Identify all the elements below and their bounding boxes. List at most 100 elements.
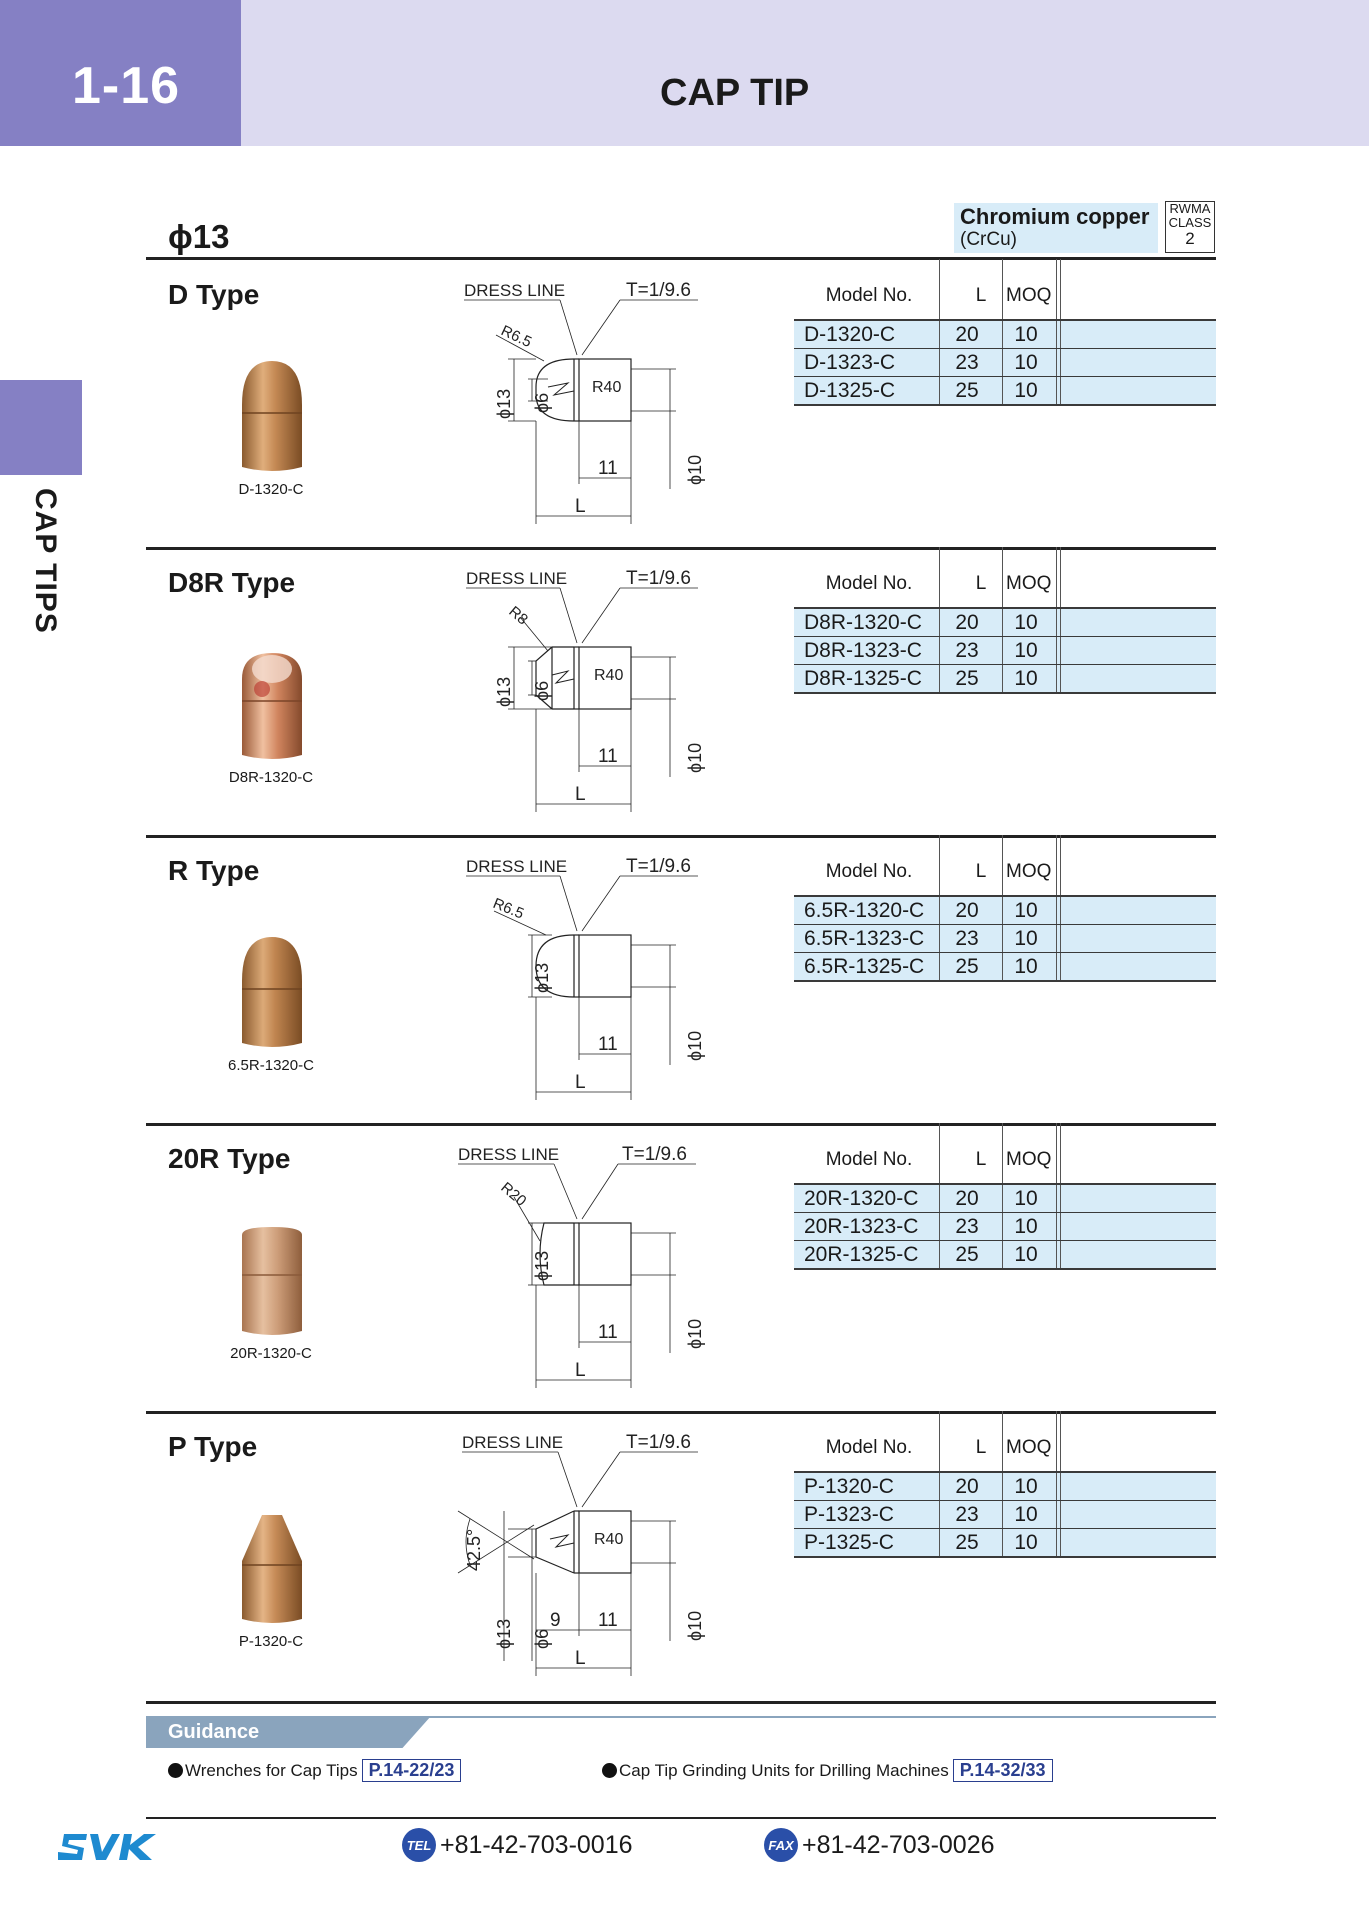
dim-11: 11 xyxy=(598,1322,618,1343)
cell-moq: 10 xyxy=(1014,611,1038,634)
cell-moq: 10 xyxy=(1014,899,1038,922)
page-reference-link[interactable]: P.14-32/33 xyxy=(952,1759,1053,1782)
cell-moq: 10 xyxy=(1014,1243,1038,1266)
header-l: L xyxy=(975,861,987,882)
dim-d10: ϕ10 xyxy=(685,1319,705,1349)
cell-model: D8R-1323-C xyxy=(804,639,922,662)
rwma-class-box: RWMA CLASS 2 xyxy=(1165,201,1215,253)
cell-model: D-1323-C xyxy=(804,351,896,374)
dim-11: 11 xyxy=(598,458,618,479)
type-title: D8R Type xyxy=(168,567,296,598)
dimension-drawing: DRESS LINE T=1/9.6 R6.5 ϕ13 ϕ10 11 L xyxy=(466,856,705,1100)
cap-tip-photo xyxy=(242,1227,302,1335)
dress-line-label: DRESS LINE xyxy=(462,1433,563,1452)
cell-l: 23 xyxy=(955,1215,979,1238)
cell-model: 6.5R-1325-C xyxy=(804,955,925,978)
header-l: L xyxy=(975,1149,987,1170)
fax-number: +81-42-703-0026 xyxy=(802,1830,995,1859)
type-title: R Type xyxy=(168,855,260,886)
dim-d10: ϕ10 xyxy=(685,743,705,773)
dimension-drawing: DRESS LINE T=1/9.6 R8 R40 ϕ13 ϕ6 ϕ10 11 … xyxy=(466,568,705,812)
header-moq: MOQ xyxy=(1006,573,1052,594)
table-header: Model No. L MOQ xyxy=(794,1123,1216,1183)
dim-d13: ϕ13 xyxy=(532,963,552,993)
cell-l: 23 xyxy=(955,639,979,662)
material-box: Chromium copper (CrCu) xyxy=(954,203,1158,253)
side-tab xyxy=(0,380,82,475)
cell-moq: 10 xyxy=(1014,1187,1038,1210)
header-l: L xyxy=(975,573,987,594)
cap-tip-photo xyxy=(242,653,302,759)
section-p-type: P Type P-1320-C xyxy=(146,1411,1216,1699)
page-title: CAP TIP xyxy=(660,72,810,114)
divider xyxy=(146,257,1216,260)
type-title: D Type xyxy=(168,279,260,310)
photo-caption: P-1320-C xyxy=(238,1633,304,1650)
cell-moq: 10 xyxy=(1014,1503,1038,1526)
cell-moq: 10 xyxy=(1014,639,1038,662)
dimension-drawing: DRESS LINE T=1/9.6 R6.5 R40 ϕ13 ϕ6 ϕ10 1… xyxy=(464,280,705,524)
cell-moq: 10 xyxy=(1014,379,1038,402)
dress-line-label: DRESS LINE xyxy=(464,281,565,300)
table-header: Model No. L MOQ xyxy=(794,1411,1216,1471)
company-logo xyxy=(58,1834,156,1860)
cell-moq: 10 xyxy=(1014,1531,1038,1554)
cell-moq: 10 xyxy=(1014,1215,1038,1238)
rwma-class-label: CLASS xyxy=(1168,215,1212,230)
cell-l: 20 xyxy=(955,1187,979,1210)
divider xyxy=(146,1123,1216,1126)
dim-l: L xyxy=(575,1072,586,1093)
radius-label: R6.5 xyxy=(498,322,534,351)
dim-11: 11 xyxy=(598,1034,618,1055)
cell-l: 20 xyxy=(955,1475,979,1498)
cell-moq: 10 xyxy=(1014,927,1038,950)
bullet-icon xyxy=(168,1763,183,1778)
tel-contact: TEL +81-42-703-0016 xyxy=(402,1828,633,1862)
table-row: 20R-1320-C 20 10 xyxy=(794,1183,1216,1213)
page-number: 1-16 xyxy=(72,57,181,115)
dim-l: L xyxy=(575,784,586,805)
page-reference-link[interactable]: P.14-22/23 xyxy=(361,1759,462,1782)
cell-model: 20R-1323-C xyxy=(804,1215,919,1238)
taper-label: T=1/9.6 xyxy=(626,856,691,877)
radius-label: R8 xyxy=(505,603,531,628)
table-row: 6.5R-1323-C 23 10 xyxy=(794,925,1216,953)
dim-d6: ϕ6 xyxy=(532,681,552,701)
cell-l: 23 xyxy=(955,927,979,950)
header-model: Model No. xyxy=(825,285,913,306)
section-r-type: R Type 6.5R-1320-C xyxy=(146,835,1216,1123)
section-d-type: D Type D-1320-C xyxy=(146,259,1216,547)
table-header: Model No. L MOQ xyxy=(794,547,1216,607)
guidance-label: Guidance xyxy=(168,1721,260,1743)
phone-icon: TEL xyxy=(402,1828,436,1862)
photo-caption: D8R-1320-C xyxy=(228,769,314,786)
material-abbr: (CrCu) xyxy=(960,229,1017,250)
cell-model: P-1325-C xyxy=(804,1531,894,1554)
cell-moq: 10 xyxy=(1014,351,1038,374)
cell-model: D-1320-C xyxy=(804,323,896,346)
section-d8r-type: D8R Type D8R-1320-C xyxy=(146,547,1216,835)
header-moq: MOQ xyxy=(1006,861,1052,882)
dim-l: L xyxy=(575,496,586,517)
radius2-label: R40 xyxy=(592,379,621,396)
table-header: Model No. L MOQ xyxy=(794,835,1216,895)
cell-model: 20R-1325-C xyxy=(804,1243,919,1266)
cell-moq: 10 xyxy=(1014,1475,1038,1498)
page-number-box: 1-16 xyxy=(0,0,241,146)
cap-tip-photo xyxy=(242,937,302,1047)
header-model: Model No. xyxy=(825,1437,913,1458)
header-moq: MOQ xyxy=(1006,285,1052,306)
header-model: Model No. xyxy=(825,861,913,882)
cell-model: 20R-1320-C xyxy=(804,1187,919,1210)
cell-model: 6.5R-1323-C xyxy=(804,927,925,950)
